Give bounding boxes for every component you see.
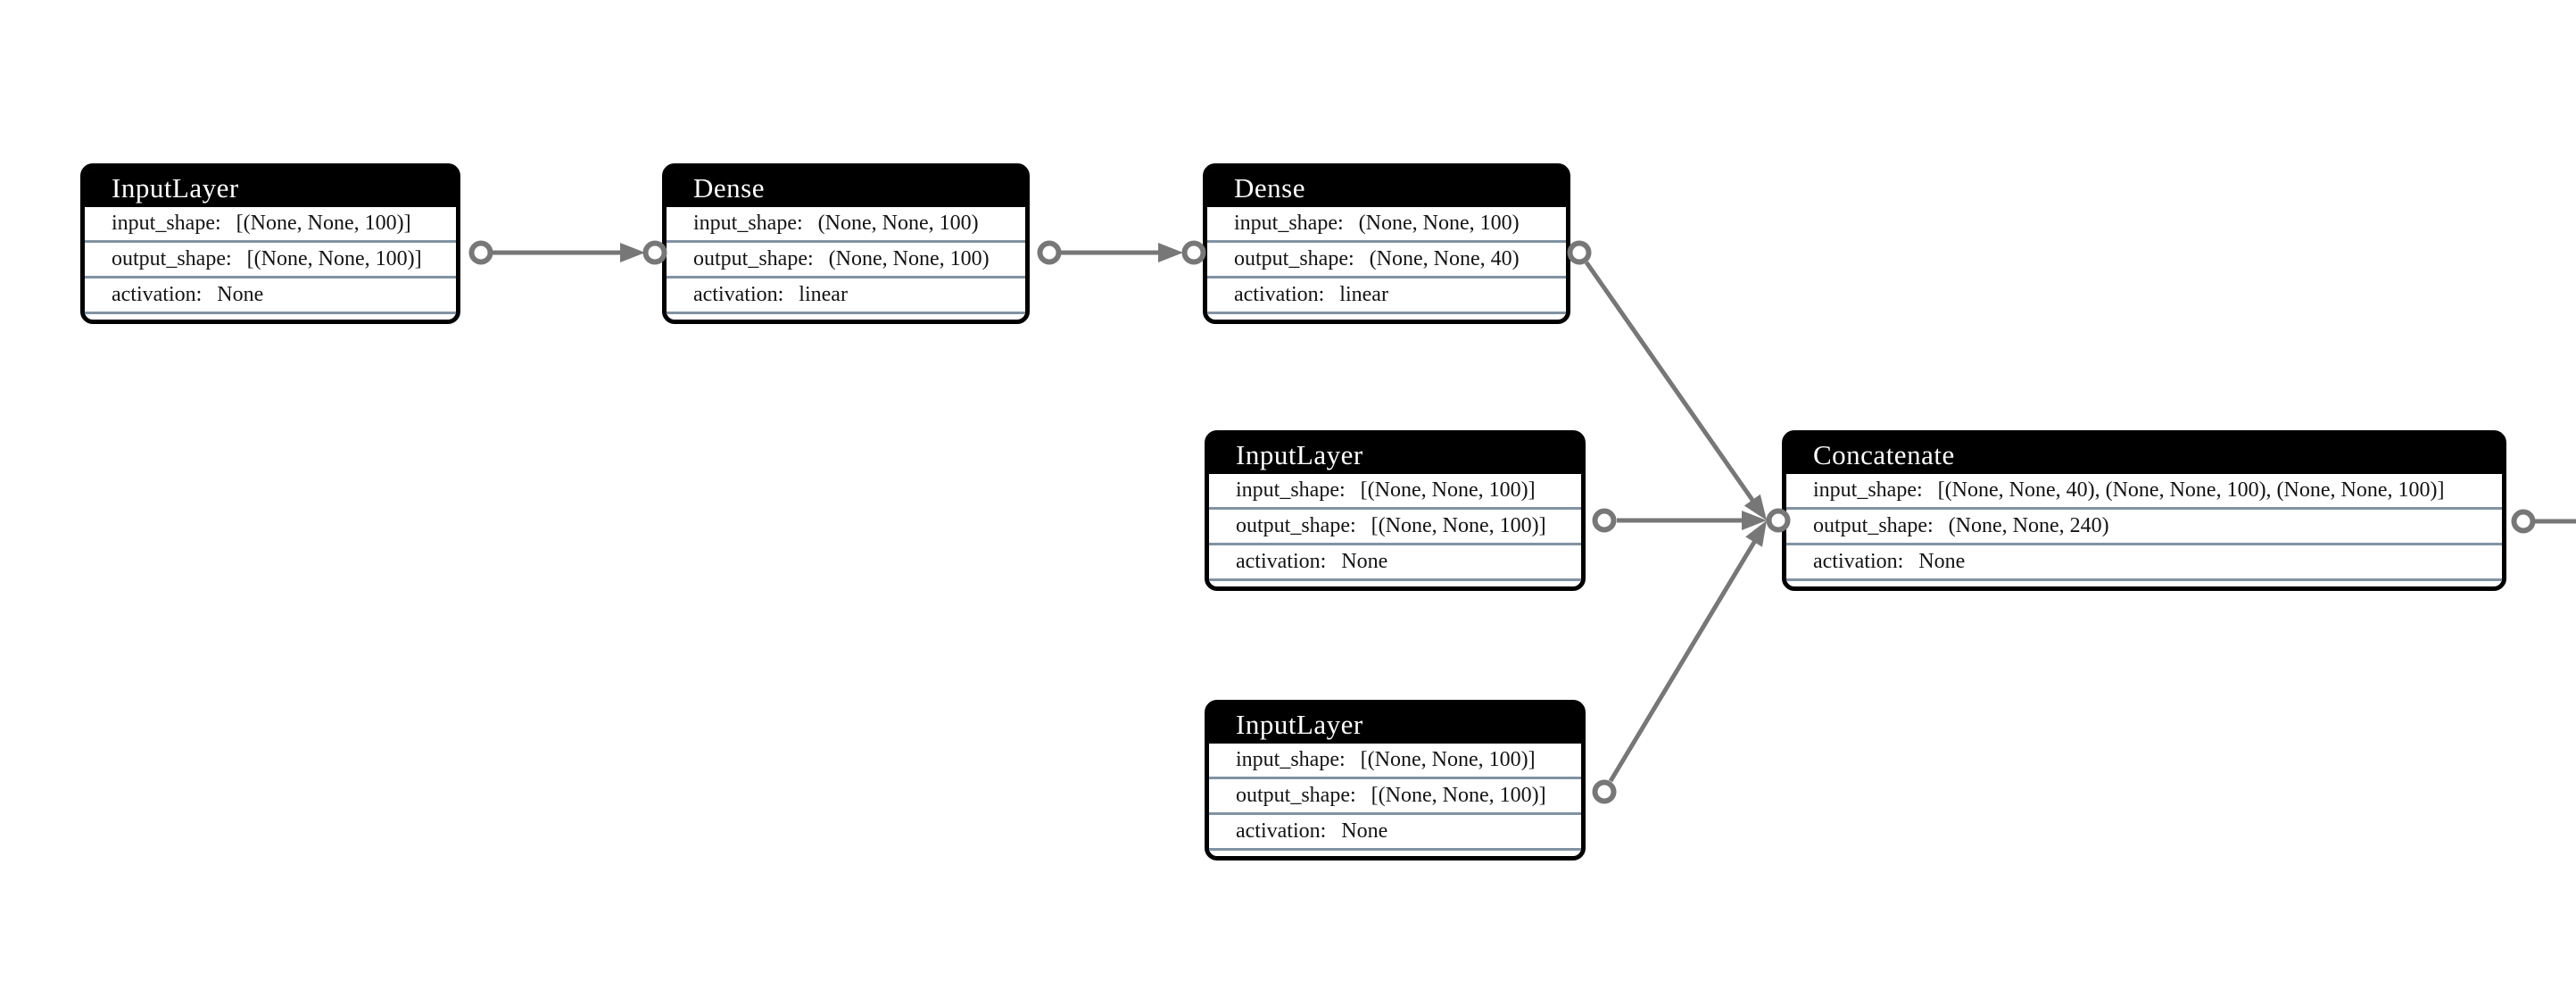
field-value: linear xyxy=(799,283,848,306)
arrowhead-icon xyxy=(1158,243,1183,262)
field-row-input-shape: input_shape: (None, None, 100) xyxy=(667,207,1025,243)
field-label: activation: xyxy=(1813,550,1904,573)
field-value: [(None, None, 100)] xyxy=(236,212,411,235)
field-label: input_shape: xyxy=(693,212,803,235)
field-row-input-shape: input_shape: [(None, None, 100)] xyxy=(1209,474,1581,510)
field-row-output-shape: output_shape: [(None, None, 100)] xyxy=(85,243,456,279)
edge-input2-to-concatenate xyxy=(1617,511,1767,530)
field-row-activation: activation: None xyxy=(1209,545,1581,581)
port-output-input2 xyxy=(1592,508,1617,533)
field-value: [(None, None, 100)] xyxy=(1371,784,1546,807)
field-label: activation: xyxy=(693,283,784,306)
field-row-input-shape: input_shape: [(None, None, 40), (None, No… xyxy=(1786,474,2502,510)
node-dense-2: Dense input_shape: (None, None, 100) outp… xyxy=(1203,163,1570,324)
field-value: None xyxy=(217,283,264,306)
edge-input1-to-dense1 xyxy=(493,243,645,262)
field-label: input_shape: xyxy=(1813,478,1923,502)
field-label: input_shape: xyxy=(1236,478,1346,502)
port-output-input3 xyxy=(1592,779,1617,804)
port-output-concatenate xyxy=(2511,509,2536,534)
node-inputlayer-1: InputLayer input_shape: [(None, None, 100… xyxy=(80,163,460,324)
field-row-input-shape: input_shape: [(None, None, 100)] xyxy=(1209,744,1581,779)
edge-dense2-to-concatenate xyxy=(1584,261,1767,520)
node-fields: input_shape: [(None, None, 100)] output_s… xyxy=(1209,744,1581,856)
field-value: None xyxy=(1341,550,1388,573)
node-concatenate: Concatenate input_shape: [(None, None, 40… xyxy=(1782,430,2506,591)
field-row-activation: activation: None xyxy=(85,279,456,314)
field-value: None xyxy=(1918,550,1966,573)
port-output-dense2 xyxy=(1567,240,1592,265)
field-value: [(None, None, 100)] xyxy=(1371,514,1546,537)
port-output-dense1 xyxy=(1037,240,1062,265)
node-inputlayer-3: InputLayer input_shape: [(None, None, 100… xyxy=(1205,700,1586,861)
field-value: (None, None, 240) xyxy=(1948,514,2109,537)
field-label: activation: xyxy=(1236,550,1327,573)
field-row-output-shape: output_shape: [(None, None, 100)] xyxy=(1209,510,1581,545)
field-row-output-shape: output_shape: (None, None, 100) xyxy=(667,243,1025,279)
field-value: [(None, None, 40), (None, None, 100), (N… xyxy=(1937,478,2445,502)
field-row-activation: activation: linear xyxy=(1207,279,1566,314)
field-value: [(None, None, 100)] xyxy=(246,247,422,270)
node-dense-1: Dense input_shape: (None, None, 100) outp… xyxy=(662,163,1030,324)
field-label: input_shape: xyxy=(112,212,221,235)
node-fields: input_shape: [(None, None, 100)] output_s… xyxy=(85,207,456,320)
field-label: output_shape: xyxy=(1234,247,1354,270)
node-title: InputLayer xyxy=(85,168,456,207)
field-value: (None, None, 100) xyxy=(828,247,990,270)
field-row-input-shape: input_shape: (None, None, 100) xyxy=(1207,207,1566,243)
field-label: output_shape: xyxy=(1813,514,1934,537)
field-value: [(None, None, 100)] xyxy=(1360,748,1536,771)
node-title: InputLayer xyxy=(1209,435,1581,474)
node-fields: input_shape: [(None, None, 40), (None, No… xyxy=(1786,474,2502,586)
field-value: linear xyxy=(1339,283,1388,306)
field-value: (None, None, 100) xyxy=(817,212,979,235)
node-inputlayer-2: InputLayer input_shape: [(None, None, 100… xyxy=(1205,430,1586,591)
field-label: output_shape: xyxy=(1236,784,1356,807)
field-label: activation: xyxy=(1234,283,1325,306)
field-row-output-shape: output_shape: [(None, None, 100)] xyxy=(1209,779,1581,815)
field-value: None xyxy=(1341,819,1388,843)
field-row-activation: activation: linear xyxy=(667,279,1025,314)
field-value: [(None, None, 100)] xyxy=(1360,478,1536,502)
node-title: Dense xyxy=(1207,168,1566,207)
field-value: (None, None, 40) xyxy=(1369,247,1520,270)
field-label: input_shape: xyxy=(1236,748,1346,771)
edge-input3-to-concatenate xyxy=(1608,520,1767,783)
field-row-output-shape: output_shape: (None, None, 240) xyxy=(1786,510,2502,545)
arrowhead-icon xyxy=(1744,494,1767,520)
node-fields: input_shape: [(None, None, 100)] output_s… xyxy=(1209,474,1581,586)
field-label: input_shape: xyxy=(1234,212,1344,235)
node-title: Dense xyxy=(667,168,1025,207)
arrowhead-icon xyxy=(620,243,645,262)
field-row-activation: activation: None xyxy=(1786,545,2502,581)
arrowhead-icon xyxy=(1745,520,1767,547)
field-label: output_shape: xyxy=(1236,514,1356,537)
field-row-activation: activation: None xyxy=(1209,815,1581,851)
port-output-input1 xyxy=(468,240,493,265)
field-label: output_shape: xyxy=(112,247,232,270)
edge-dense1-to-dense2 xyxy=(1061,243,1183,262)
field-label: activation: xyxy=(112,283,203,306)
port-input-dense2 xyxy=(1181,240,1206,265)
node-title: Concatenate xyxy=(1786,435,2502,474)
node-title: InputLayer xyxy=(1209,704,1581,744)
field-label: activation: xyxy=(1236,819,1327,843)
field-label: output_shape: xyxy=(693,247,814,270)
arrowhead-icon xyxy=(1742,511,1767,530)
node-fields: input_shape: (None, None, 100) output_sha… xyxy=(1207,207,1566,320)
field-row-output-shape: output_shape: (None, None, 40) xyxy=(1207,243,1566,279)
node-fields: input_shape: (None, None, 100) output_sha… xyxy=(667,207,1025,320)
field-value: (None, None, 100) xyxy=(1358,212,1520,235)
field-row-input-shape: input_shape: [(None, None, 100)] xyxy=(85,207,456,243)
